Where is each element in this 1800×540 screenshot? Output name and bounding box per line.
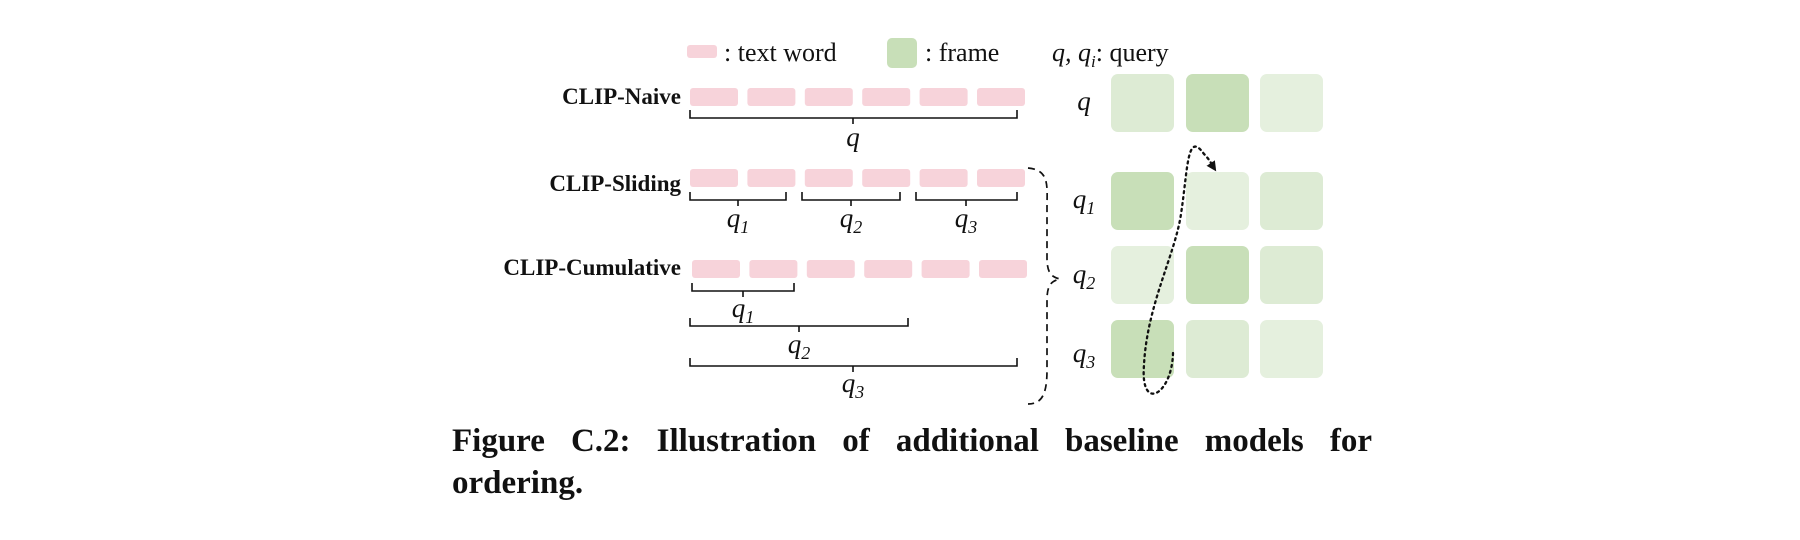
legend-word-swatch — [687, 45, 717, 58]
brace-label-cumulative-q2: q2 — [788, 329, 811, 363]
cumulative-word-6 — [979, 260, 1027, 278]
legend-word-label: : text word — [724, 38, 837, 67]
brace-cumulative-q3 — [689, 358, 1018, 372]
dashed-curly-brace — [1027, 167, 1061, 405]
dotted-order-arrow — [1142, 145, 1217, 395]
cumulative-word-2 — [749, 260, 798, 278]
legend-query-text: : query — [1096, 38, 1169, 67]
word-tokens-naive — [690, 88, 1025, 106]
sliding-word-2 — [747, 169, 796, 187]
sliding-word-6 — [977, 169, 1025, 187]
brace-label-naive-q: q — [846, 122, 860, 152]
figure-caption: Figure C.2: Illustration of additional b… — [452, 423, 1372, 501]
sliding-word-5 — [919, 169, 968, 187]
legend: : text word : frame q, qi: query — [687, 38, 1169, 71]
frame-cell-q3-2 — [1186, 320, 1249, 378]
matrix-label-q: q — [1077, 86, 1091, 116]
cumulative-word-5 — [921, 260, 970, 278]
word-tokens-sliding — [690, 169, 1025, 187]
matrix-label-q3: q3 — [1073, 338, 1096, 372]
frame-cell-q2-3 — [1260, 246, 1323, 304]
brace-sliding-q3 — [915, 192, 1018, 206]
brace-sliding-q1 — [689, 192, 787, 206]
brace-label-sliding-q3: q3 — [955, 203, 978, 237]
brace-label-sliding-q2: q2 — [840, 203, 863, 237]
sliding-word-3 — [804, 169, 853, 187]
frame-cell-q1-2 — [1186, 172, 1249, 230]
naive-word-5 — [919, 88, 968, 106]
frame-similarity-matrix — [1111, 74, 1323, 378]
frame-cell-q3-3 — [1260, 320, 1323, 378]
matrix-label-q2: q2 — [1073, 259, 1096, 293]
frame-cell-q-2 — [1186, 74, 1249, 132]
cumulative-word-3 — [806, 260, 855, 278]
matrix-label-q1: q1 — [1073, 184, 1096, 218]
row-label-sliding: CLIP-Sliding — [549, 171, 681, 196]
naive-word-4 — [862, 88, 911, 106]
frame-cell-q3-1 — [1111, 320, 1174, 378]
brace-label-sliding-q1: q1 — [727, 203, 750, 237]
legend-frame-label: : frame — [925, 38, 999, 67]
frame-cell-q1-3 — [1260, 172, 1323, 230]
naive-word-6 — [977, 88, 1025, 106]
row-label-naive: CLIP-Naive — [562, 84, 681, 109]
brace-label-cumulative-q1: q1 — [732, 293, 755, 327]
word-tokens-cumulative — [692, 260, 1027, 278]
brace-cumulative-q2 — [689, 318, 909, 332]
sliding-word-1 — [690, 169, 738, 187]
legend-query-symbols: q, q — [1052, 38, 1091, 67]
cumulative-word-1 — [692, 260, 740, 278]
cumulative-word-4 — [864, 260, 913, 278]
legend-query-subscript: i — [1091, 52, 1096, 71]
legend-frame-swatch — [887, 38, 917, 68]
row-label-cumulative: CLIP-Cumulative — [503, 255, 681, 280]
naive-word-2 — [747, 88, 796, 106]
frame-cell-q-1 — [1111, 74, 1174, 132]
brace-naive-q — [689, 110, 1018, 124]
sliding-word-4 — [862, 169, 911, 187]
brace-cumulative-q1 — [691, 283, 795, 297]
frame-cell-q-3 — [1260, 74, 1323, 132]
frame-cell-q2-2 — [1186, 246, 1249, 304]
frame-cell-q1-1 — [1111, 172, 1174, 230]
naive-word-3 — [804, 88, 853, 106]
brace-label-cumulative-q3: q3 — [842, 368, 865, 402]
legend-query-label: q, qi: query — [1052, 38, 1169, 71]
naive-word-1 — [690, 88, 738, 106]
brace-sliding-q2 — [801, 192, 901, 206]
